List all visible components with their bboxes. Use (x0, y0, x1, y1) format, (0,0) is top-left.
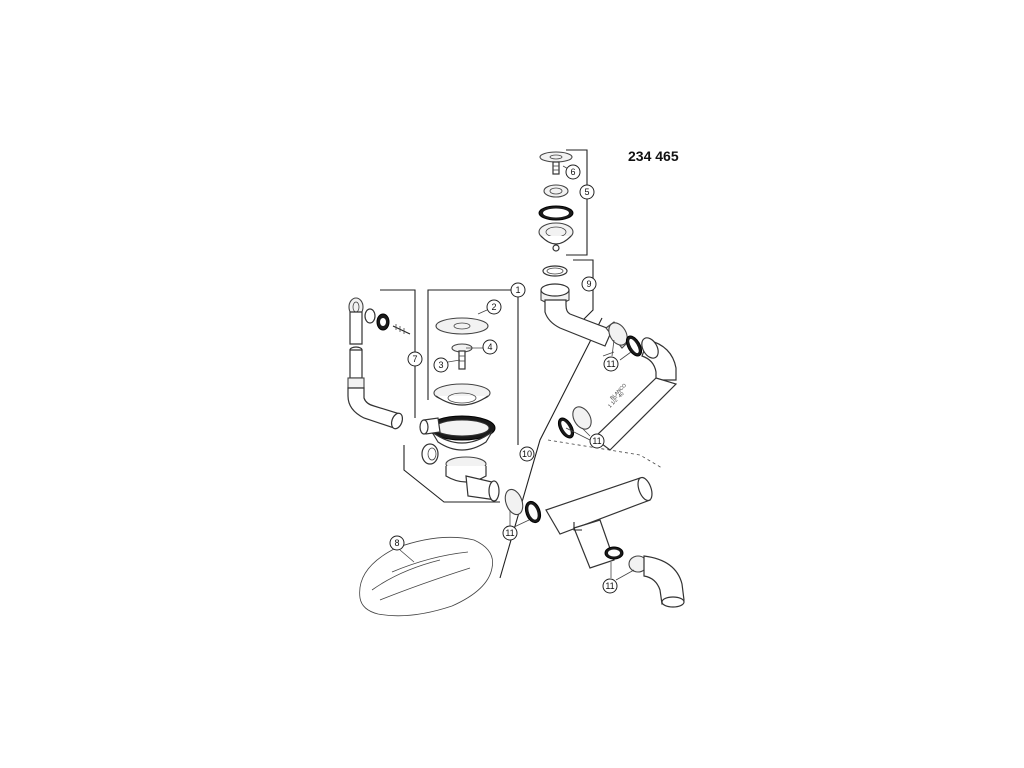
t-pipe-vertical (573, 519, 615, 569)
bracket-1-bottom (403, 445, 500, 503)
overflow-tube-upper (349, 311, 363, 345)
drain-cover-plate (435, 317, 489, 335)
dashed-separator (547, 439, 663, 469)
svg-text:3: 3 (438, 360, 443, 370)
callout-11-lower-left: 11 (502, 525, 518, 541)
callout-4: 4 (482, 339, 498, 355)
svg-text:6: 6 (570, 167, 575, 177)
overflow-pipe-run: BLANCO 1 1/2" 40 (557, 321, 678, 451)
overflow-coupling (347, 377, 365, 389)
bracket-7 (380, 289, 416, 418)
overflow-screw (392, 325, 411, 335)
overflow-seal (364, 308, 376, 324)
svg-text:7: 7 (412, 354, 417, 364)
svg-text:1: 1 (515, 285, 520, 295)
svg-text:10: 10 (522, 449, 532, 459)
callout-leaders (399, 165, 635, 581)
callouts: 1 2 3 4 5 6 7 8 9 10 11 11 11 11 (389, 164, 619, 594)
sink-mat (359, 536, 493, 617)
callout-11-lower-right: 11 (602, 578, 618, 594)
bottom-elbow (643, 555, 685, 605)
callout-8: 8 (389, 535, 405, 551)
nut-lower-left (504, 488, 524, 516)
callout-3: 3 (433, 357, 449, 373)
svg-text:11: 11 (505, 528, 514, 538)
nut-middle (572, 406, 592, 430)
callout-6: 6 (565, 164, 581, 180)
callout-5: 5 (579, 184, 595, 200)
callout-9: 9 (581, 276, 597, 292)
long-diagonal-pipe (593, 377, 678, 451)
overflow-group (347, 297, 411, 430)
bracket-5 (566, 149, 588, 256)
group-brackets (380, 149, 663, 579)
callout-11-upper: 11 (603, 356, 619, 372)
callout-11-middle: 11 (589, 433, 605, 449)
upper-elbow-pipe (544, 299, 613, 347)
callout-2: 2 (486, 299, 502, 315)
callout-7: 7 (407, 351, 423, 367)
basket-strainer-group (538, 151, 574, 252)
bracket-1 (427, 289, 480, 400)
svg-text:9: 9 (586, 279, 591, 289)
strainer-screw (552, 161, 560, 175)
strainer-basket-top (543, 184, 569, 198)
svg-text:11: 11 (606, 359, 615, 369)
part-number: 234 465 (628, 148, 679, 164)
svg-text:8: 8 (394, 538, 399, 548)
svg-text:2: 2 (491, 302, 496, 312)
svg-text:11: 11 (605, 581, 614, 591)
svg-text:4: 4 (487, 342, 492, 352)
upper-elbow-group (540, 265, 613, 347)
svg-text:11: 11 (592, 436, 601, 446)
drain-assembly-group (419, 317, 500, 502)
callout-1: 1 (510, 282, 526, 298)
drain-bowl (431, 431, 493, 451)
strainer-cap (539, 151, 573, 163)
lower-pipe-assembly (504, 476, 685, 608)
svg-text:5: 5 (584, 187, 589, 197)
callout-10: 10 (519, 446, 535, 462)
